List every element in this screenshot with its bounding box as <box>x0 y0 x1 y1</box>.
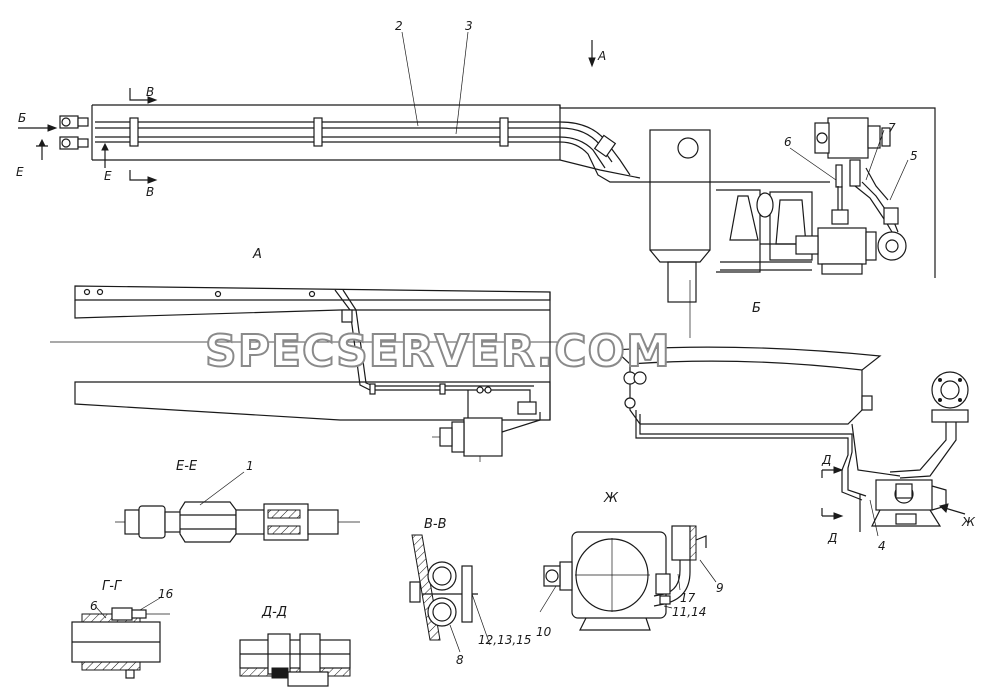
watermark-text: SPECSERVER.COM <box>205 326 671 377</box>
callout-6-top: 6 <box>784 135 792 149</box>
section-ee-title: Е-Е <box>176 459 198 474</box>
callout-10: 10 <box>536 625 552 639</box>
section-dd-title: Д-Д <box>261 605 287 620</box>
view-v-bottom-label: В <box>146 185 154 199</box>
section-vv-title: В-В <box>424 517 447 532</box>
section-ee <box>115 471 360 543</box>
callout-17: 17 <box>680 591 696 605</box>
section-gg <box>71 597 170 679</box>
view-a <box>50 285 560 462</box>
view-zh <box>539 525 717 631</box>
view-a-title: A <box>252 247 262 262</box>
view-e-left-label: Е <box>16 165 24 179</box>
callout-7: 7 <box>888 121 896 135</box>
callout-2: 2 <box>395 19 403 33</box>
callout-3: 3 <box>465 19 473 33</box>
callouts: 2 3 6 7 5 4 1 16 6 12,13,15 8 10 9 17 11… <box>90 19 918 667</box>
view-v-top-label: В <box>146 85 154 99</box>
main-frame-view <box>18 31 936 303</box>
callout-9: 9 <box>716 581 724 595</box>
callout-4: 4 <box>878 539 886 553</box>
callout-8: 8 <box>456 653 464 667</box>
callout-6-gg: 6 <box>90 599 98 613</box>
view-a-arrow-label: A <box>597 49 606 63</box>
callout-5: 5 <box>910 149 918 163</box>
view-b <box>613 280 969 537</box>
section-vv <box>409 534 491 653</box>
view-b-title: Б <box>752 301 761 316</box>
view-d-top-label: Д <box>821 453 831 467</box>
view-markers: A A Б Б В В Е Е Д Д Ж Ж <box>16 49 976 545</box>
view-d-bottom-label: Д <box>827 531 837 545</box>
view-zh-arrow-label: Ж <box>961 515 976 529</box>
view-e-right-label: Е <box>104 169 112 183</box>
view-zh-title: Ж <box>603 491 619 506</box>
section-titles: Е-Е Г-Г В-В Д-Д <box>102 459 447 620</box>
section-gg-title: Г-Г <box>102 579 123 594</box>
section-dd <box>239 633 351 687</box>
callout-12-13-15: 12,13,15 <box>478 633 531 647</box>
view-b-arrow-label: Б <box>18 111 26 125</box>
callout-1: 1 <box>246 459 254 473</box>
callout-11-14: 11,14 <box>672 605 706 619</box>
callout-16: 16 <box>158 587 174 601</box>
